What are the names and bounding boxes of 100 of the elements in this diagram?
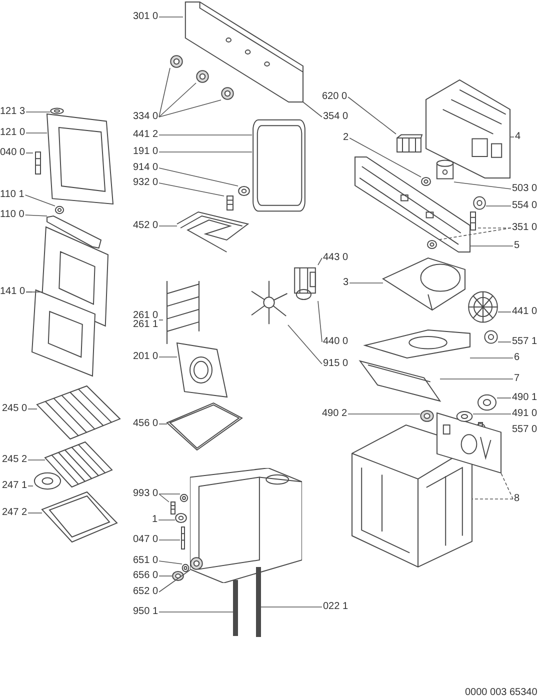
part-number: 354 0 bbox=[323, 111, 348, 123]
leader-line bbox=[26, 132, 48, 134]
leader-line bbox=[158, 168, 238, 186]
clip-drawing bbox=[175, 513, 187, 523]
lamp-cover-drawing bbox=[172, 571, 184, 581]
leader-line bbox=[500, 472, 514, 500]
rear-panel-drawing bbox=[437, 413, 501, 473]
leader-line bbox=[472, 498, 514, 500]
fan-drawing bbox=[468, 290, 498, 324]
leader-line bbox=[302, 102, 322, 118]
glass-panel-drawing bbox=[32, 290, 95, 376]
grill-rack-drawing bbox=[45, 442, 112, 487]
part-number: 245 0 bbox=[2, 403, 28, 415]
leader-line bbox=[158, 182, 224, 196]
part-number: 110 0 bbox=[0, 209, 24, 221]
housing-drawing bbox=[352, 425, 472, 567]
leader-line bbox=[349, 138, 422, 178]
hinge-drawing bbox=[33, 152, 43, 174]
part-number: 2 bbox=[343, 132, 349, 144]
part-number: 950 1 bbox=[133, 606, 158, 618]
part-number: 261 1 bbox=[133, 320, 158, 329]
leader-line bbox=[28, 408, 38, 410]
leader-line bbox=[158, 570, 190, 592]
knob-drawing bbox=[196, 70, 209, 83]
motor-drawing bbox=[436, 160, 454, 182]
part-number: 245 2 bbox=[2, 454, 28, 466]
front-frame-drawing bbox=[355, 157, 470, 252]
part-number: 247 1 bbox=[2, 480, 28, 492]
spring-drawing bbox=[224, 196, 236, 210]
switch-drawing bbox=[396, 134, 422, 154]
fan-blade-drawing bbox=[250, 280, 288, 325]
wire-shelf-drawing bbox=[37, 386, 120, 439]
ring-element-drawing bbox=[167, 403, 242, 450]
leader-line bbox=[158, 82, 196, 118]
switch-drawing bbox=[473, 196, 486, 210]
leader-line bbox=[158, 68, 170, 118]
part-number: 201 0 bbox=[133, 351, 158, 363]
knob-drawing bbox=[221, 87, 234, 100]
leader-line bbox=[28, 512, 42, 514]
leader-line bbox=[454, 182, 512, 190]
leader-line bbox=[260, 606, 322, 608]
part-number: 932 0 bbox=[133, 177, 158, 189]
part-number: 121 3 bbox=[0, 106, 26, 118]
leader-line bbox=[510, 136, 514, 138]
part-number: 443 0 bbox=[323, 252, 348, 264]
part-number: 915 0 bbox=[323, 358, 348, 370]
part-number: 3 bbox=[343, 277, 349, 289]
circuit-board-drawing bbox=[426, 80, 510, 178]
part-number: 5 bbox=[514, 240, 520, 252]
part-number: 6 bbox=[514, 352, 520, 364]
leader-line bbox=[26, 152, 34, 154]
clip-drawing bbox=[427, 240, 437, 249]
part-number: 121 0 bbox=[0, 127, 26, 139]
leader-line bbox=[436, 228, 512, 240]
rod-drawing bbox=[233, 580, 238, 636]
part-number: 141 0 bbox=[0, 286, 26, 298]
part-number: 651 0 bbox=[133, 555, 158, 567]
part-number: 452 0 bbox=[133, 220, 158, 232]
leader-line bbox=[288, 324, 322, 364]
part-number: 652 0 bbox=[133, 586, 158, 598]
part-number: 191 0 bbox=[133, 146, 158, 158]
part-number: 8 bbox=[514, 493, 520, 505]
part-number: 490 1 bbox=[512, 392, 538, 404]
part-number: 351 0 bbox=[512, 222, 538, 234]
part-number: 110 1 bbox=[0, 189, 24, 201]
lamp-glass-drawing bbox=[182, 564, 189, 572]
leader-line bbox=[349, 282, 384, 284]
front-strip-drawing bbox=[360, 361, 440, 401]
part-number: 557 0 bbox=[512, 424, 538, 436]
part-number: 441 0 bbox=[512, 306, 538, 318]
knob-drawing bbox=[170, 55, 183, 68]
clip-drawing bbox=[33, 472, 62, 490]
base-plate-drawing bbox=[365, 330, 470, 358]
heating-element-drawing bbox=[177, 212, 248, 252]
part-number: 993 0 bbox=[133, 488, 158, 500]
gasket-strip-drawing bbox=[180, 527, 186, 549]
control-panel-drawing bbox=[183, 2, 303, 102]
part-number: 047 0 bbox=[133, 534, 158, 546]
leader-line bbox=[158, 560, 182, 564]
handle-drawing bbox=[47, 216, 101, 248]
part-number: 491 0 bbox=[512, 408, 538, 420]
screw-drawing bbox=[55, 206, 64, 214]
part-number: 656 0 bbox=[133, 570, 158, 582]
leader-line bbox=[24, 194, 56, 206]
leader-line bbox=[440, 378, 514, 380]
part-number: 022 1 bbox=[323, 601, 348, 613]
part-number: 4 bbox=[515, 131, 521, 143]
part-number: 301 0 bbox=[133, 11, 158, 23]
document-number: 0000 003 65340 bbox=[465, 687, 538, 699]
part-number: 456 0 bbox=[133, 418, 158, 430]
leader-line bbox=[318, 258, 322, 266]
clip-drawing bbox=[50, 108, 64, 114]
leader-line bbox=[158, 494, 170, 502]
part-number: 7 bbox=[514, 373, 520, 385]
leader-line bbox=[158, 100, 222, 118]
back-panel-drawing bbox=[177, 343, 227, 397]
part-number: 261 0 bbox=[133, 311, 158, 320]
part-number: 914 0 bbox=[133, 162, 158, 174]
door-frame-drawing bbox=[47, 114, 113, 204]
top-cover-drawing bbox=[383, 258, 465, 310]
